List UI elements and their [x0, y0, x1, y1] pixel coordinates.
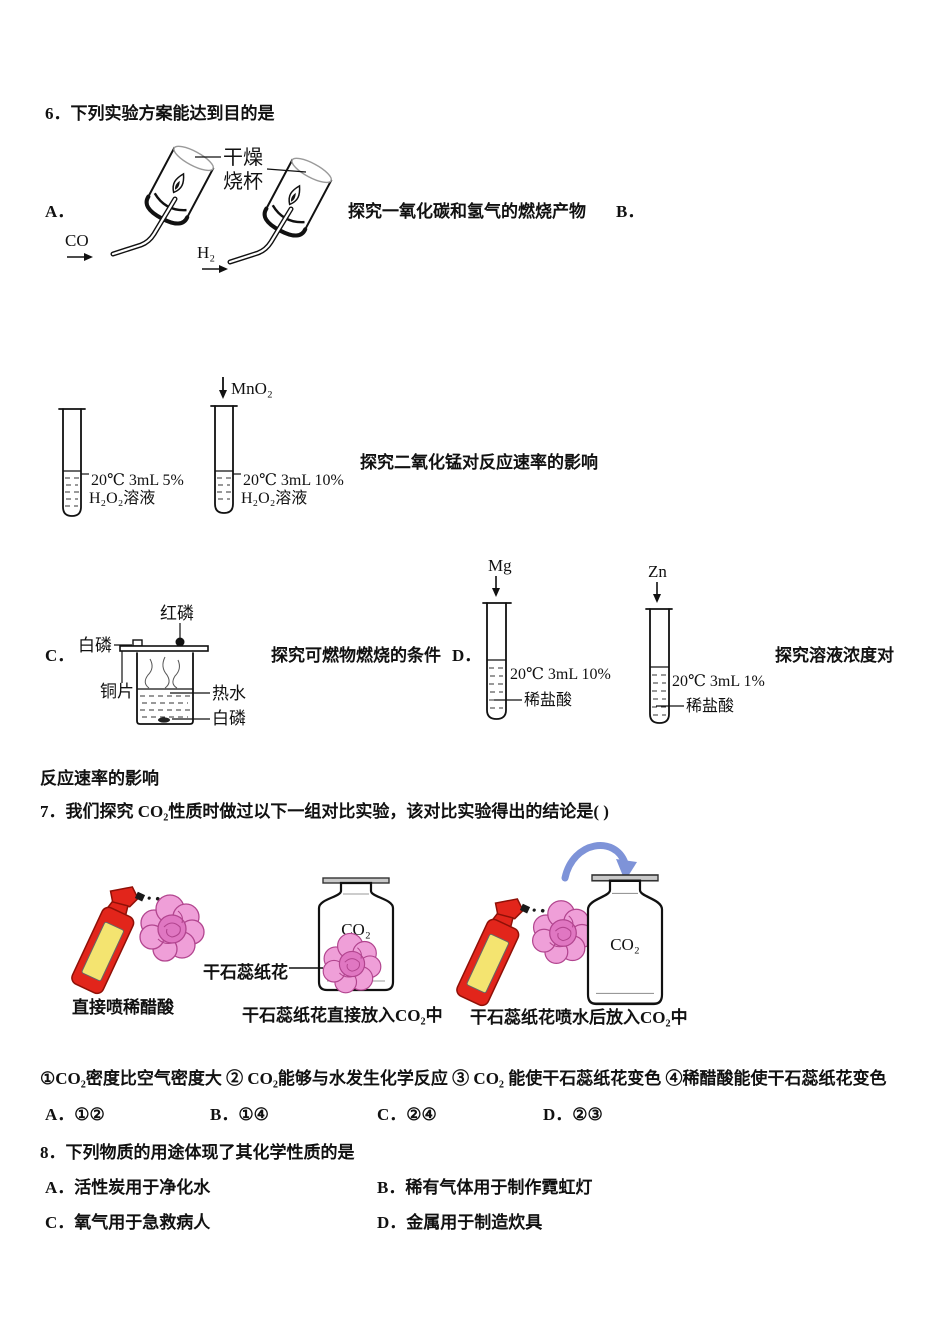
tube2-condition-label: 20℃ 3mL 10% — [243, 472, 344, 489]
q8-option-b: B．稀有气体用于制作霓虹灯 — [377, 1178, 593, 1197]
caption-q6-b: 探究二氧化锰对反应速率的影响 — [360, 453, 598, 472]
tube2-solution-label: H₂O₂溶液 — [241, 489, 307, 507]
caption-q6-d-continued: 反应速率的影响 — [40, 769, 159, 788]
curved-arrow-icon — [561, 842, 629, 882]
spray-bottle-icon — [452, 886, 555, 1018]
q7-option-d: D．②③ — [543, 1105, 603, 1124]
question-7-stem: 7．我们探究 CO₂性质时做过以下一组对比实验，该对比实验得出的结论是( ) — [40, 802, 609, 821]
mg-acid-label: 稀盐酸 — [524, 691, 572, 709]
figure-q7-experiments: CO₂ CO₂ — [67, 842, 664, 1018]
tube1-condition-label: 20℃ 3mL 5% — [91, 472, 184, 489]
co2-label-2: CO₂ — [610, 935, 640, 954]
caption-q7-2: 干石蕊纸花直接放入CO₂中 — [242, 1006, 443, 1025]
q7-option-b: B．①④ — [210, 1105, 269, 1124]
curved-arrow-head-icon — [616, 859, 637, 881]
figure-q6-d-test-tubes: Mg 20℃ 3mL 10% 稀盐酸 Zn 2 — [482, 556, 765, 724]
copper-sheet-label: 铜片 — [100, 682, 134, 701]
white-phosphorus-underwater-icon — [158, 717, 170, 723]
figure-q6-b-test-tubes: 20℃ 3mL 5% H₂O₂溶液 MnO₂ 20℃ 3mL 10% H₂O₂溶… — [58, 377, 344, 517]
question-8-stem: 8．下列物质的用途体现了其化学性质的是 — [40, 1143, 355, 1162]
caption-q6-d: 探究溶液浓度对 — [775, 646, 894, 665]
test-tube-icon — [645, 608, 673, 724]
q8-option-d: D．金属用于制造炊具 — [377, 1213, 543, 1232]
caption-q6-c: 探究可燃物燃烧的条件 — [271, 646, 441, 665]
caption-q6-a: 探究一氧化碳和氢气的燃烧产物 — [348, 202, 586, 221]
test-tube-icon — [58, 408, 89, 517]
q7-statements: ①CO₂密度比空气密度大 ② CO₂能够与水发生化学反应 ③ CO₂ 能使干石蕊… — [40, 1069, 887, 1088]
option-d-letter: D． — [452, 646, 482, 665]
flower-callout-label: 干石蕊纸花 — [203, 963, 288, 982]
gas-h2-label: H₂ — [197, 243, 215, 262]
beaker-label-dry: 干燥 — [223, 146, 263, 169]
q7-option-c: C．②④ — [377, 1105, 437, 1124]
q8-option-c: C．氧气用于急救病人 — [45, 1213, 211, 1232]
q7-option-a: A．①② — [45, 1105, 105, 1124]
caption-q7-3: 干石蕊纸花喷水后放入CO₂中 — [470, 1008, 688, 1027]
q8-option-a: A．活性炭用于净化水 — [45, 1178, 211, 1197]
white-phosphorus-bottom-label: 白磷 — [212, 709, 246, 728]
caption-q7-1: 直接喷稀醋酸 — [72, 998, 174, 1017]
beaker-label-beaker: 烧杯 — [223, 170, 263, 193]
beaker-icon — [136, 652, 194, 725]
zn-condition-label: 20℃ 3mL 1% — [672, 673, 765, 690]
question-6-stem: 6．下列实验方案能达到目的是 — [45, 104, 275, 123]
hot-water-label: 热水 — [212, 684, 246, 703]
white-phosphorus-icon — [132, 639, 143, 647]
tube1-solution-label: H₂O₂溶液 — [89, 489, 155, 507]
red-phosphorus-icon — [175, 637, 185, 647]
option-c-letter: C． — [45, 646, 75, 665]
flower-icon — [139, 894, 205, 962]
copper-sheet-icon — [119, 645, 209, 652]
red-phosphorus-label: 红磷 — [160, 604, 194, 623]
zn-label: Zn — [648, 562, 667, 581]
mg-condition-label: 20℃ 3mL 10% — [510, 666, 611, 683]
white-phosphorus-top-label: 白磷 — [78, 636, 112, 655]
figure-q6-c-phosphorus: 红磷 白磷 铜片 热水 白磷 — [78, 604, 246, 728]
option-b-letter: B． — [616, 202, 645, 221]
test-tube-icon — [482, 602, 512, 720]
option-a-letter: A． — [45, 202, 75, 221]
figure-q6-a-beakers: 干燥 烧杯 CO H₂ — [65, 126, 355, 273]
mno2-label: MnO₂ — [231, 379, 273, 398]
zn-acid-label: 稀盐酸 — [686, 697, 734, 715]
test-tube-icon — [210, 405, 241, 514]
gas-co-label: CO — [65, 231, 89, 250]
mg-label: Mg — [488, 556, 512, 575]
